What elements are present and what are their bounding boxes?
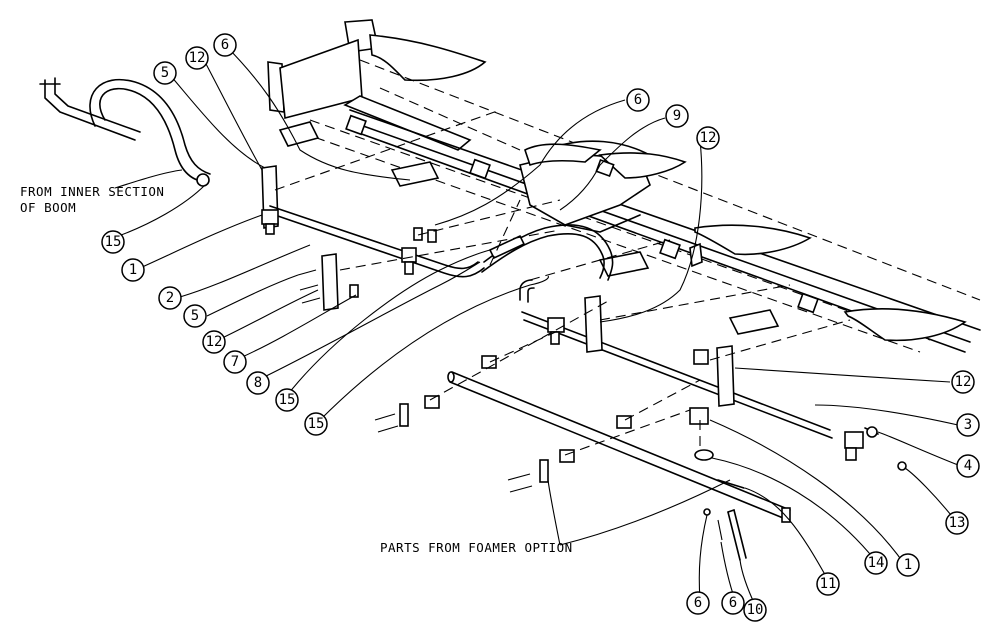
leader-lines: [112, 44, 959, 606]
callout-label: 4: [964, 458, 972, 474]
callout-label: 7: [231, 354, 239, 370]
right-boom-pipe: [519, 239, 907, 471]
note-foamer-option: PARTS FROM FOAMER OPTION: [380, 540, 573, 555]
callout-12-mid: 12: [202, 330, 226, 354]
inner-boom-hose: [39, 77, 211, 187]
callout-label: 12: [700, 130, 717, 146]
callout-13: 13: [945, 511, 969, 535]
callout-10: 10: [743, 598, 767, 622]
callout-12-top: 12: [185, 46, 209, 70]
callout-8: 8: [246, 371, 270, 395]
callout-label: 6: [221, 37, 229, 53]
callout-label: 2: [166, 290, 174, 306]
callout-label: 3: [964, 417, 972, 433]
callout-label: 8: [254, 375, 262, 391]
boom-frame: [267, 19, 981, 353]
left-boom-pipe: [261, 109, 614, 311]
callout-6-center: 6: [626, 88, 650, 112]
callout-label: 5: [161, 65, 169, 81]
callout-6-lower-left: 6: [686, 591, 710, 615]
callout-label: 10: [747, 602, 764, 618]
callout-4: 4: [956, 454, 980, 478]
callout-label: 12: [206, 334, 223, 350]
callout-label: 15: [279, 392, 296, 408]
note-inner-section-line1: FROM INNER SECTION: [20, 184, 164, 199]
callout-label: 15: [105, 234, 122, 250]
callout-label: 12: [955, 374, 972, 390]
callout-label: 5: [191, 308, 199, 324]
callout-15-lower: 15: [304, 412, 328, 436]
callout-label: 1: [129, 262, 137, 278]
note-inner-section-line2: OF BOOM: [20, 200, 76, 215]
callout-label: 1: [904, 557, 912, 573]
callout-6-top: 6: [213, 33, 237, 57]
callout-9: 9: [665, 104, 689, 128]
callout-label: 6: [634, 92, 642, 108]
callout-2: 2: [158, 286, 182, 310]
callout-1-right: 1: [896, 553, 920, 577]
callout-label: 14: [868, 555, 885, 571]
callout-12-right: 12: [951, 370, 975, 394]
callout-label: 12: [189, 50, 206, 66]
callout-label: 6: [729, 595, 737, 611]
callout-label: 13: [949, 515, 966, 531]
callout-label: 11: [820, 576, 837, 592]
callout-6-lower-right: 6: [721, 591, 745, 615]
callout-11: 11: [816, 572, 840, 596]
callout-label: 15: [308, 416, 325, 432]
note-inner-leader: [114, 169, 183, 189]
callout-1-left: 1: [121, 258, 145, 282]
callout-5-mid: 5: [183, 304, 207, 328]
callout-14: 14: [864, 551, 888, 575]
foamer-option-parts: [374, 299, 791, 561]
callout-12-center: 12: [696, 126, 720, 150]
callout-5-top: 5: [153, 61, 177, 85]
callout-3: 3: [956, 413, 980, 437]
callout-label: 6: [694, 595, 702, 611]
callout-15-left: 15: [101, 230, 125, 254]
callout-7: 7: [223, 350, 247, 374]
callout-15-mid: 15: [275, 388, 299, 412]
callout-label: 9: [673, 108, 681, 124]
